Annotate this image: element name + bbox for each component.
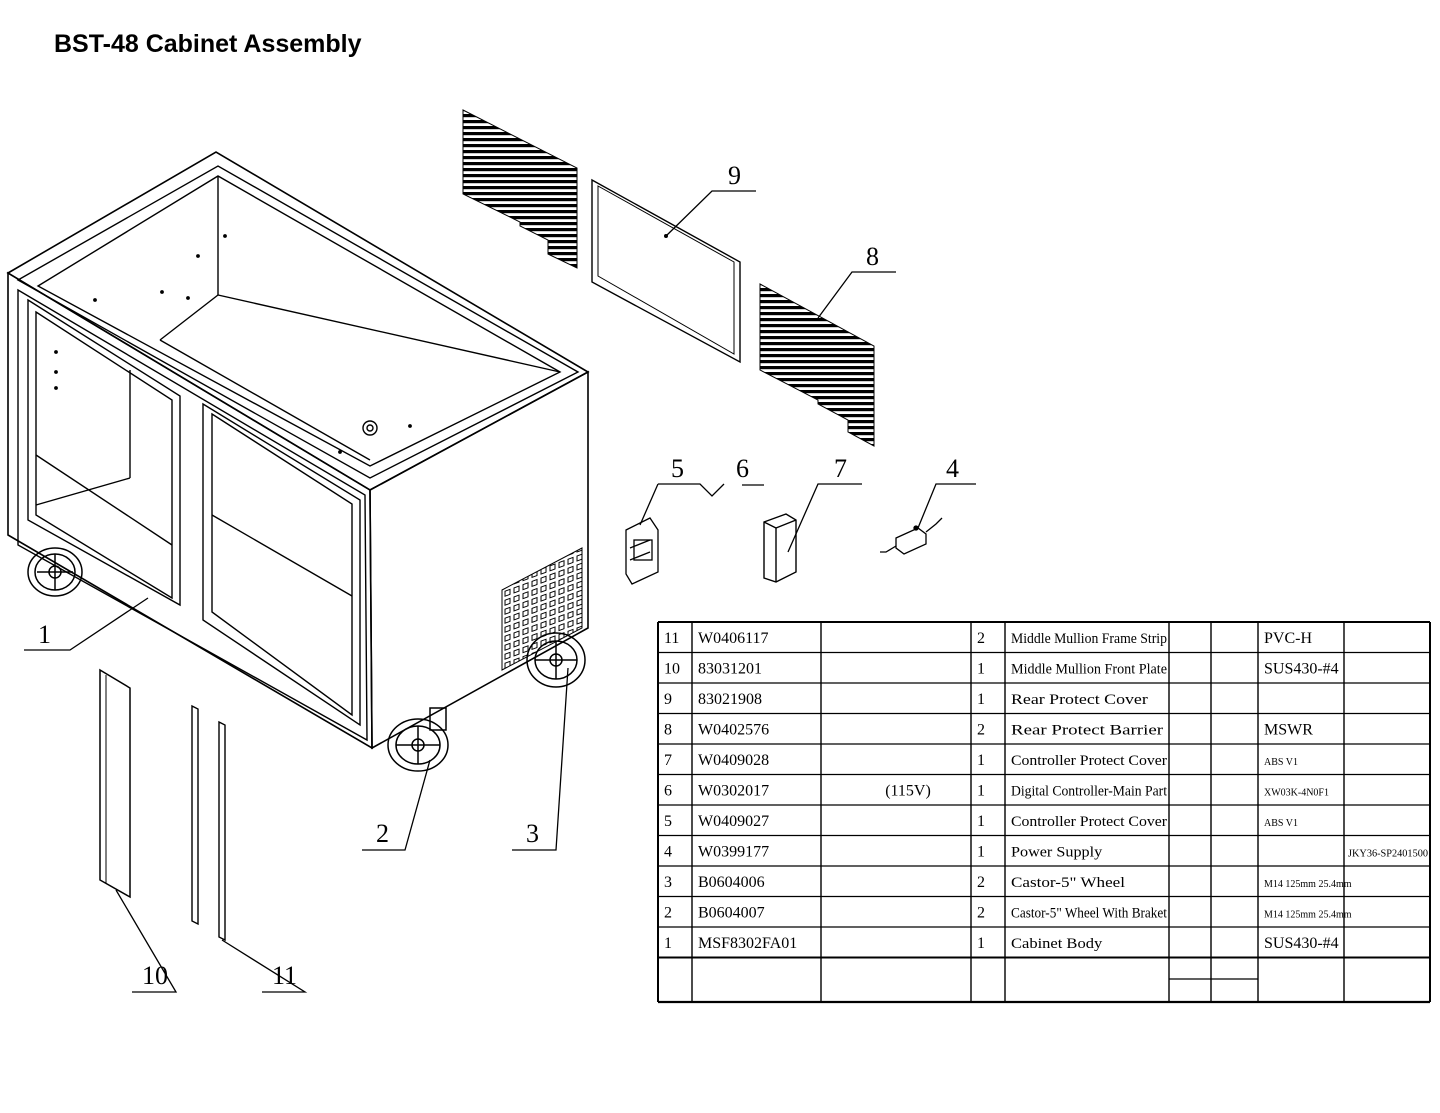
table-cell-qty: 2 (977, 722, 985, 739)
table-cell-material: M14 125mm 25.4mm (1264, 910, 1352, 921)
table-cell-qty: 1 (977, 691, 985, 708)
table-cell-qty: 1 (977, 661, 985, 678)
castor-wheel-front-left (27, 547, 83, 597)
table-cell-code: B0604006 (698, 874, 765, 891)
table-cell-name: Middle Mullion Frame Strip (1011, 631, 1167, 647)
table-cell-no: 11 (664, 630, 679, 647)
table-cell-qty: 1 (977, 783, 985, 800)
table-cell-name: Controller Protect Cover (1011, 753, 1167, 769)
table-cell-material: PVC-H (1264, 630, 1312, 647)
table-cell-qty: 1 (977, 844, 985, 861)
callout-8: 8 (866, 242, 879, 271)
callout-6: 6 (736, 454, 749, 483)
table-cell-no: 9 (664, 691, 672, 708)
power-supply (880, 517, 943, 555)
table-cell-code: B0604007 (698, 905, 765, 922)
table-cell-qty: 2 (977, 874, 985, 891)
table-cell-code: MSF8302FA01 (698, 935, 797, 952)
table-cell-code: W0409027 (698, 813, 769, 830)
table-cell-material: XW03K-4N0F1 (1264, 788, 1329, 799)
side-vent-grille (501, 547, 583, 671)
table-cell-no: 6 (664, 783, 672, 800)
table-cell-code: W0406117 (698, 630, 769, 647)
rear-protect-cover (591, 178, 741, 364)
table-cell-code: 83031201 (698, 661, 762, 678)
castor-wheel-front-right (387, 707, 449, 772)
table-cell-extra: JKY36-SP2401500 (1348, 849, 1428, 860)
table-cell-name: Middle Mullion Front Plate (1011, 662, 1167, 678)
table-cell-name: Digital Controller-Main Part (1011, 784, 1168, 800)
table-cell-no: 1 (664, 935, 672, 952)
table-cell-material: M14 125mm 25.4mm (1264, 879, 1352, 890)
callout-2: 2 (376, 819, 389, 848)
table-cell-no: 4 (664, 844, 672, 861)
table-cell-no: 8 (664, 722, 672, 739)
middle-mullion-front-plate (99, 668, 131, 899)
table-cell-code: W0302017 (698, 783, 769, 800)
table-cell-qty: 1 (977, 813, 985, 830)
callout-4: 4 (946, 454, 959, 483)
page-title: BST-48 Cabinet Assembly (54, 30, 362, 58)
table-cell-spec: (115V) (885, 783, 931, 800)
castor-wheel-rear-right (526, 632, 586, 688)
table-cell-name: Power Supply (1011, 845, 1103, 861)
table-cell-material: ABS V1 (1264, 818, 1298, 829)
table-cell-no: 7 (664, 752, 672, 769)
table-cell-no: 3 (664, 874, 672, 891)
table-cell-no: 2 (664, 905, 672, 922)
rear-protect-barrier-upper (462, 109, 578, 269)
table-cell-no: 10 (664, 661, 680, 678)
table-cell-name: Controller Protect Cover (1011, 814, 1167, 830)
table-cell-qty: 2 (977, 630, 985, 647)
middle-mullion-frame-strip-right (218, 720, 226, 942)
table-cell-name: Castor-5" Wheel With Braket (1011, 906, 1168, 922)
callout-9: 9 (728, 161, 741, 190)
callout-11: 11 (272, 961, 297, 990)
cabinet-body (6, 151, 590, 750)
table-cell-qty: 1 (977, 935, 985, 952)
table-cell-name: Castor-5" Wheel (1011, 875, 1125, 891)
table-cell-material: ABS V1 (1264, 757, 1298, 768)
table-cell-name: Rear Protect Barrier (1011, 723, 1163, 739)
controller-protect-cover (763, 513, 797, 583)
callout-3: 3 (526, 819, 539, 848)
table-cell-material: SUS430-#4 (1264, 661, 1339, 678)
callout-1: 1 (38, 620, 51, 649)
callout-5: 5 (671, 454, 684, 483)
rear-protect-barrier-lower (759, 283, 875, 447)
digital-controller (625, 517, 659, 585)
leader-lines (24, 190, 976, 993)
table-cell-qty: 2 (977, 905, 985, 922)
callout-7: 7 (834, 454, 847, 483)
table-cell-material: MSWR (1264, 722, 1313, 739)
table-cell-code: W0409028 (698, 752, 769, 769)
callout-10: 10 (142, 961, 168, 990)
table-cell-code: W0399177 (698, 844, 769, 861)
table-cell-no: 5 (664, 813, 672, 830)
table-cell-name: Rear Protect Cover (1011, 692, 1148, 708)
table-cell-code: W0402576 (698, 722, 769, 739)
table-cell-code: 83021908 (698, 691, 762, 708)
middle-mullion-frame-strip-left (191, 704, 199, 926)
table-cell-qty: 1 (977, 752, 985, 769)
table-cell-material: SUS430-#4 (1264, 935, 1339, 952)
table-cell-name: Cabinet Body (1011, 936, 1103, 952)
